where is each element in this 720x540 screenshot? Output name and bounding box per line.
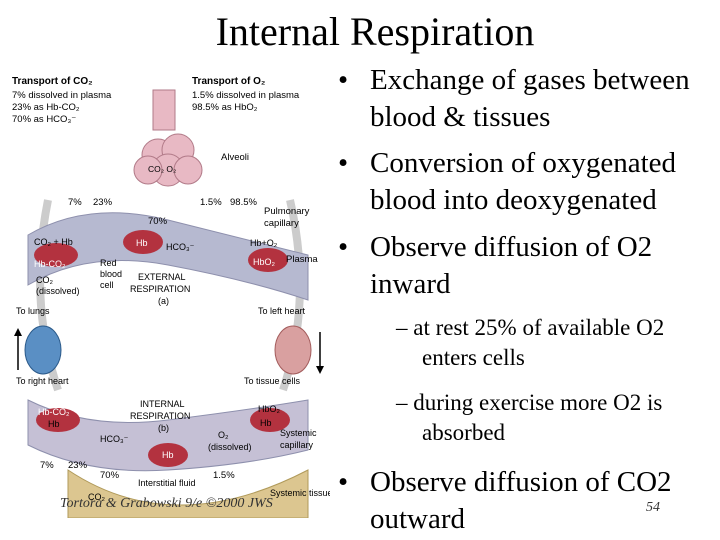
external-respiration-label: (a): [158, 296, 169, 306]
hb-co2-label: Hb-CO₂: [34, 259, 66, 269]
o2-dissolved-label: (dissolved): [208, 442, 252, 452]
co2-label: CO₂: [88, 492, 106, 502]
pulmonary-capillary: [27, 212, 309, 301]
dash-icon: –: [396, 390, 408, 415]
plasma-label: Plasma: [286, 254, 318, 265]
alveoli-cluster: [133, 89, 203, 187]
co2-line: 23% as Hb-CO₂: [12, 102, 80, 113]
pct-label: 23%: [93, 197, 113, 208]
co2-dissolved-label: CO₂: [36, 275, 54, 285]
rbc-label: blood: [100, 269, 122, 279]
figure-credit: Tortora & Grabowski 9/e ©2000 JWS: [60, 496, 273, 511]
rbc-bottom-2: [148, 443, 188, 467]
internal-respiration-label: INTERNAL: [140, 399, 185, 409]
pct-label: 7%: [40, 460, 54, 471]
sub-bullet-item: – during exercise more O2 is absorbed: [396, 390, 663, 445]
internal-respiration-label: (b): [158, 423, 169, 433]
internal-respiration-label: RESPIRATION: [130, 411, 190, 421]
hb-label: Hb: [48, 419, 60, 429]
systemic-capillary-label: capillary: [280, 440, 314, 450]
alveoli-label: Alveoli: [221, 152, 249, 163]
pct-label: 70%: [148, 216, 168, 227]
co2-line: 7% dissolved in plasma: [12, 90, 112, 101]
sub-bullet-item: – at rest 25% of available O2 enters cel…: [396, 315, 665, 370]
pct-label: 1.5%: [200, 197, 222, 208]
hb-label: Hb: [136, 238, 148, 248]
rbc-top-3: [248, 248, 288, 272]
bullet-dot-icon: •: [338, 147, 349, 179]
systemic-capillary: [27, 399, 309, 472]
interstitial-label: Interstitial fluid: [138, 478, 196, 488]
systemic-tissue-label: Systemic tissue cell: [270, 488, 330, 498]
co2-o2-label: CO₂ O₂: [148, 164, 176, 174]
hb-label: Hb: [162, 450, 174, 460]
systemic-tissue-layer: [67, 469, 309, 518]
heart-left-icon: [24, 325, 62, 375]
o2-line: 1.5% dissolved in plasma: [192, 90, 300, 101]
pulmonary-capillary-label: Pulmonary: [264, 206, 310, 217]
to-lungs-label: To lungs: [16, 306, 50, 316]
co2-dissolved-label: (dissolved): [36, 286, 80, 296]
systemic-capillary-label: Systemic: [280, 428, 317, 438]
co2-line: 70% as HCO₃⁻: [12, 114, 76, 125]
to-left-heart-label: To left heart: [258, 306, 306, 316]
to-right-heart-label: To right heart: [16, 376, 69, 386]
rbc-top-2: [123, 230, 163, 254]
co2-hb-label: CO₂ + Hb: [34, 237, 73, 247]
hco3-label: HCO₃⁻: [166, 242, 195, 252]
pct-label: 70%: [100, 470, 120, 481]
pct-label: 1.5%: [213, 470, 235, 481]
heart-right-icon: [274, 325, 312, 375]
hbo2-label: HbO₂: [258, 404, 281, 414]
bullet-dot-icon: •: [338, 64, 349, 96]
o2-dissolved-label: O₂: [218, 430, 229, 440]
external-respiration-label: EXTERNAL: [138, 272, 186, 282]
hb-co2-label: Hb-CO₂: [38, 407, 70, 417]
rbc-label: cell: [100, 280, 114, 290]
rbc-bottom-3: [250, 408, 290, 432]
pct-label: 98.5%: [230, 197, 257, 208]
o2-transport-header: Transport of O₂: [192, 76, 265, 87]
o2-line: 98.5% as HbO₂: [192, 102, 258, 113]
rbc-bottom-1: [36, 408, 80, 432]
hbo2-label: HbO₂: [253, 257, 276, 267]
bullet-dot-icon: •: [338, 466, 349, 498]
hco3-label: HCO₃⁻: [100, 434, 129, 444]
rbc-label: Red: [100, 258, 117, 268]
pct-label: 7%: [68, 197, 82, 208]
page-number: 54: [646, 500, 660, 515]
slide-title: Internal Respiration: [215, 9, 535, 54]
co2-transport-header: Transport of CO₂: [12, 76, 93, 87]
pulmonary-capillary-label: capillary: [264, 218, 299, 229]
pct-label: 23%: [68, 460, 88, 471]
internal-respiration-diagram: Transport of CO₂ 7% dissolved in plasma …: [12, 76, 330, 518]
hb-label: Hb: [260, 418, 272, 428]
bullet-dot-icon: •: [338, 231, 349, 263]
to-tissue-cells-label: To tissue cells: [244, 376, 301, 386]
rbc-top-1: [34, 243, 78, 267]
external-respiration-label: RESPIRATION: [130, 284, 190, 294]
hb-o2-label: Hb+O₂: [250, 238, 278, 248]
dash-icon: –: [396, 315, 408, 340]
